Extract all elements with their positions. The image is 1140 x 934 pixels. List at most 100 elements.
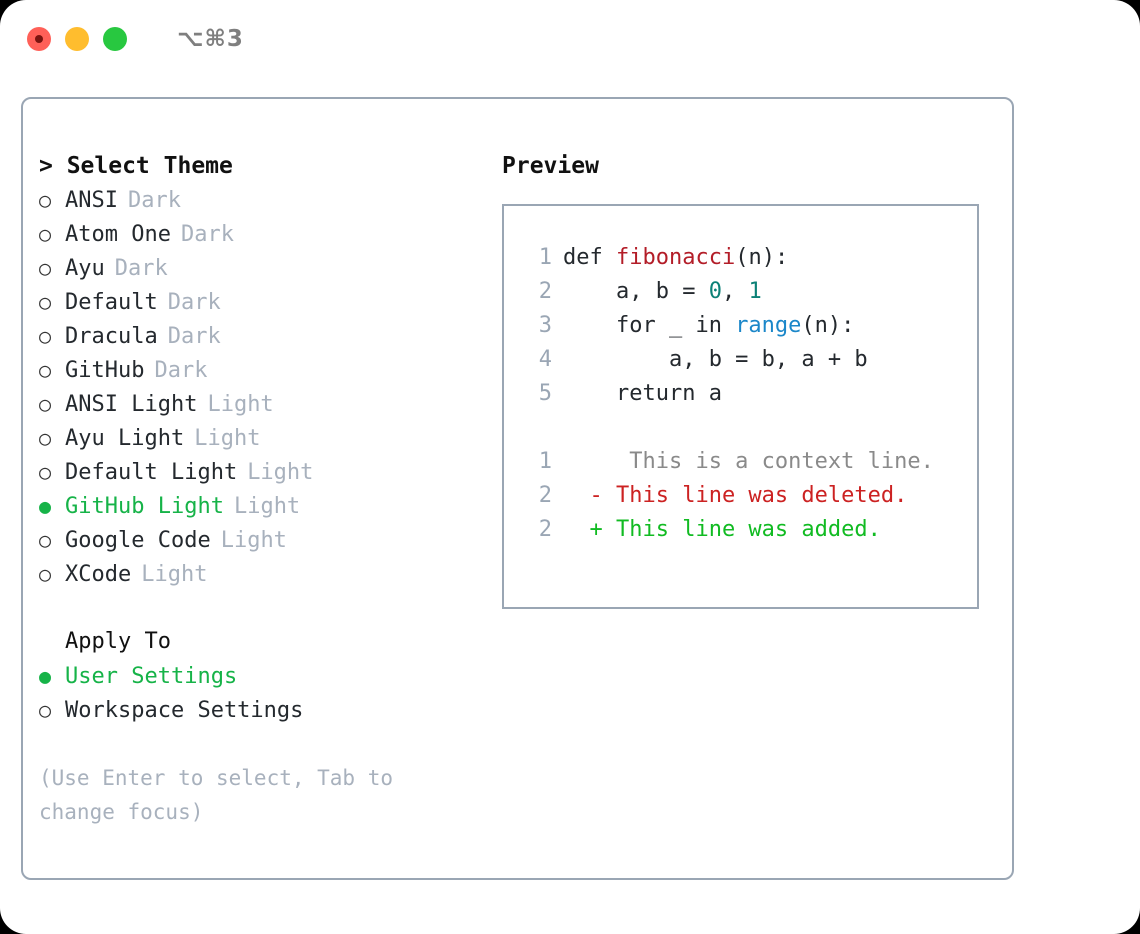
apply-option-1[interactable]: ○ Workspace Settings xyxy=(39,693,479,727)
code-line: 5 return a xyxy=(522,377,977,411)
radio-unselected-icon: ○ xyxy=(39,256,52,280)
radio-selected-icon: ● xyxy=(39,664,52,688)
radio-unselected-icon: ○ xyxy=(39,222,52,246)
theme-option-label: ANSI Light xyxy=(65,392,198,417)
theme-option-5[interactable]: ○ GitHub Dark xyxy=(39,353,479,387)
theme-option-label: GitHub xyxy=(65,358,145,383)
radio-unselected-icon: ○ xyxy=(39,562,52,586)
radio-unselected-icon: ○ xyxy=(39,392,52,416)
close-button[interactable] xyxy=(27,27,51,51)
code-diff-separator xyxy=(522,411,977,445)
code-token-plain: a, b = xyxy=(563,279,709,304)
theme-option-2[interactable]: ○ Ayu Dark xyxy=(39,251,479,285)
code-line-number: 3 xyxy=(538,313,552,338)
code-line-content: a, b = b, a + b xyxy=(563,343,868,377)
apply-option-label: Workspace Settings xyxy=(65,698,304,723)
minimize-button[interactable] xyxy=(65,27,89,51)
code-token-number: 1 xyxy=(748,279,762,304)
keyboard-shortcut-label: ⌥⌘3 xyxy=(177,26,244,52)
section-spacer xyxy=(39,591,479,625)
theme-option-label: ANSI xyxy=(65,188,118,213)
diff-line-number: 1 xyxy=(538,449,552,474)
theme-variant-tag: Dark xyxy=(127,188,181,213)
radio-unselected-icon: ○ xyxy=(39,698,52,722)
code-line-number: 2 xyxy=(538,279,552,304)
theme-variant-tag: Dark xyxy=(154,358,208,383)
theme-option-3[interactable]: ○ Default Dark xyxy=(39,285,479,319)
diff-line: 2 + This line was added. xyxy=(522,513,977,547)
theme-variant-tag: Light xyxy=(233,494,301,519)
theme-variant-tag: Dark xyxy=(180,222,234,247)
code-token-plain: a, b = b, a + b xyxy=(563,347,868,372)
diff-line-content: This is a context line. xyxy=(563,449,934,474)
code-token-number: 0 xyxy=(708,279,722,304)
theme-option-label: Ayu Light xyxy=(65,426,185,451)
theme-variant-tag: Dark xyxy=(167,324,221,349)
theme-option-label: Google Code xyxy=(65,528,211,553)
apply-to-header: Apply To xyxy=(65,629,171,654)
radio-selected-icon: ● xyxy=(39,494,52,518)
theme-variant-tag: Dark xyxy=(114,256,168,281)
theme-option-10[interactable]: ○ Google Code Light xyxy=(39,523,479,557)
diff-line-content: - This line was deleted. xyxy=(563,483,908,508)
radio-unselected-icon: ○ xyxy=(39,188,52,212)
radio-unselected-icon: ○ xyxy=(39,358,52,382)
code-token-builtin: range xyxy=(735,313,802,338)
code-line-number: 5 xyxy=(538,381,552,406)
code-token-plain: def xyxy=(563,245,616,270)
code-line: 3 for _ in range(n): xyxy=(522,309,977,343)
select-theme-header: > Select Theme xyxy=(39,153,233,179)
theme-option-label: Dracula xyxy=(65,324,158,349)
apply-option-0[interactable]: ●User Settings xyxy=(39,659,479,693)
code-line-number: 1 xyxy=(538,245,552,270)
code-token-plain: (n): xyxy=(801,313,855,338)
theme-option-label: XCode xyxy=(65,562,132,587)
theme-option-label: GitHub Light xyxy=(65,494,224,519)
theme-variant-tag: Light xyxy=(220,528,287,553)
theme-option-0[interactable]: ○ ANSI Dark xyxy=(39,183,479,217)
code-line-number: 4 xyxy=(538,347,552,372)
radio-unselected-icon: ○ xyxy=(39,290,52,314)
radio-unselected-icon: ○ xyxy=(39,528,52,552)
diff-line-number: 2 xyxy=(538,517,552,542)
code-token-plain: , xyxy=(721,279,749,304)
maximize-button[interactable] xyxy=(103,27,127,51)
code-token-plain: (n): xyxy=(735,245,789,270)
apply-to-option-list[interactable]: ●User Settings ○ Workspace Settings xyxy=(39,659,479,727)
theme-option-11[interactable]: ○ XCode Light xyxy=(39,557,479,591)
theme-option-label: Atom One xyxy=(65,222,171,247)
theme-option-9[interactable]: ● GitHub Light Light xyxy=(39,489,479,523)
code-token-plain: return a xyxy=(563,381,722,406)
preview-title: Preview xyxy=(502,153,599,179)
code-token-plain: for _ in xyxy=(563,313,736,338)
diff-line: 1 This is a context line. xyxy=(522,445,977,479)
code-line: 2 a, b = 0, 1 xyxy=(522,275,977,309)
theme-variant-tag: Dark xyxy=(167,290,221,315)
code-line: 4 a, b = b, a + b xyxy=(522,343,977,377)
diff-line-content: + This line was added. xyxy=(563,517,881,542)
theme-variant-tag: Light xyxy=(141,562,208,587)
diff-sample: 1 This is a context line. 2 - This line w… xyxy=(522,445,977,547)
theme-variant-tag: Light xyxy=(247,460,314,485)
code-token-function: fibonacci xyxy=(615,245,736,270)
theme-option-label: Ayu xyxy=(65,256,105,281)
code-line-content: return a xyxy=(563,377,722,411)
theme-option-1[interactable]: ○ Atom One Dark xyxy=(39,217,479,251)
diff-line-number: 2 xyxy=(538,483,552,508)
code-line-content: for _ in range(n): xyxy=(563,309,854,343)
code-line: 1 def fibonacci(n): xyxy=(522,241,977,275)
theme-option-label: Default xyxy=(65,290,158,315)
theme-option-label: Default Light xyxy=(65,460,238,485)
code-line-content: a, b = 0, 1 xyxy=(563,275,762,309)
